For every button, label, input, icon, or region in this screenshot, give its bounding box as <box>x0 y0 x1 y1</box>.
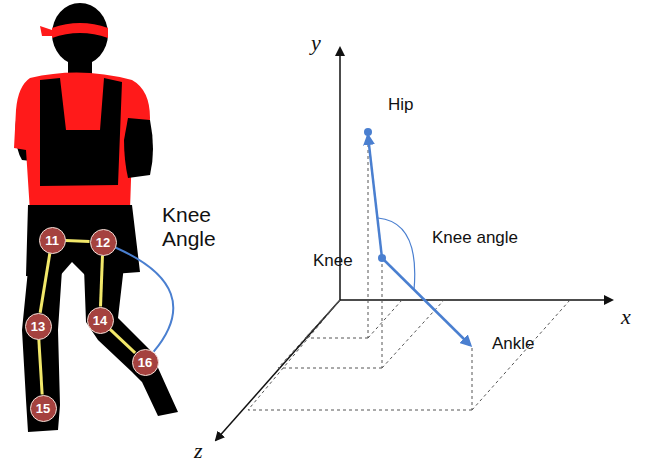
joint-circle: 14 <box>87 307 114 334</box>
angle-label: Knee Angle <box>162 203 248 251</box>
point-label: Ankle <box>492 334 535 354</box>
joint-number: 15 <box>36 402 50 415</box>
projection-lines <box>248 132 570 410</box>
joint-number: 12 <box>96 236 110 249</box>
joint-number: 11 <box>45 234 59 247</box>
runner-silhouette <box>14 3 178 432</box>
hip-point <box>364 128 372 136</box>
axis-label: x <box>621 304 631 329</box>
joint-circle: 13 <box>25 313 52 340</box>
joint-number: 16 <box>138 356 152 369</box>
joint-circle: 11 <box>39 227 66 254</box>
skeleton-line <box>110 329 135 353</box>
point-label: Hip <box>388 95 414 115</box>
joint-number: 13 <box>31 320 45 333</box>
skeleton-line <box>65 240 89 242</box>
joint-number: 14 <box>93 314 107 327</box>
point-label: Knee <box>313 251 353 271</box>
angle-label: Knee angle <box>432 228 518 248</box>
axis-label: z <box>194 438 203 463</box>
joint-circle: 12 <box>90 229 117 256</box>
skeleton-line <box>39 339 42 394</box>
knee-point <box>378 254 386 262</box>
axis-label: y <box>311 30 321 55</box>
axes <box>216 48 612 440</box>
joint-circle: 16 <box>132 349 159 376</box>
joint-circle: 15 <box>30 395 57 422</box>
angle-arc <box>115 247 173 351</box>
skeleton-line <box>40 253 50 312</box>
skeleton-line <box>101 255 103 306</box>
